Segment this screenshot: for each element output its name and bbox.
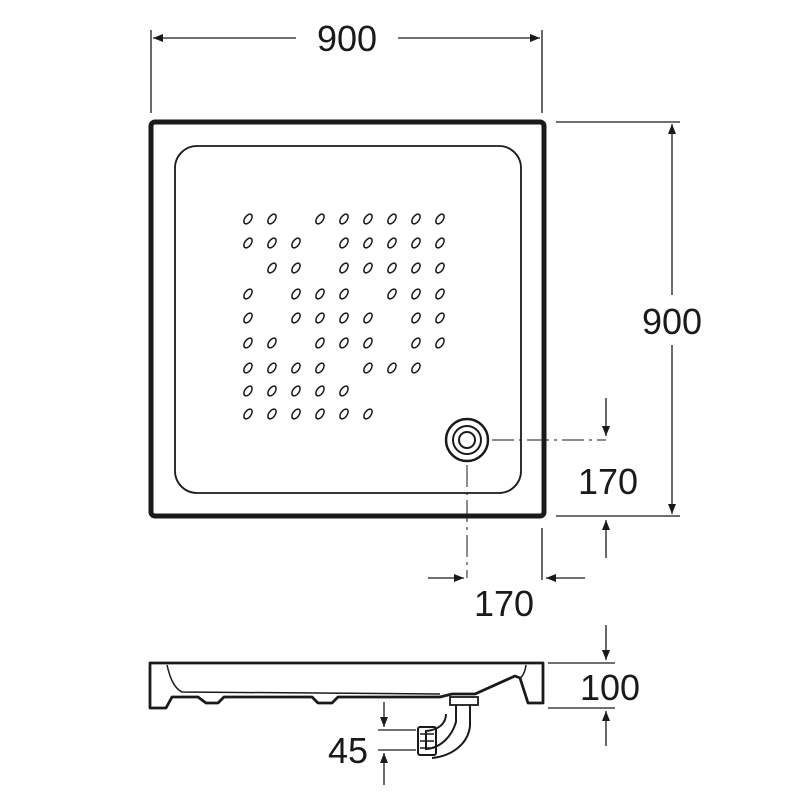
drain-icon (444, 417, 490, 463)
anti-slip-dot (387, 288, 397, 300)
anti-slip-dot (411, 288, 421, 300)
dimension-outlet-height: 45 (328, 702, 416, 785)
anti-slip-dot (339, 237, 349, 249)
anti-slip-dot (339, 337, 349, 349)
anti-slip-dot (267, 237, 277, 249)
anti-slip-dot (243, 408, 253, 420)
anti-slip-dot (315, 385, 325, 397)
anti-slip-dot (291, 362, 301, 374)
anti-slip-dot (315, 312, 325, 324)
anti-slip-dot (315, 337, 325, 349)
anti-slip-dot (435, 237, 445, 249)
anti-slip-dot (339, 408, 349, 420)
anti-slip-dot (267, 262, 277, 274)
anti-slip-dot (435, 337, 445, 349)
tray-side-view (148, 661, 545, 759)
anti-slip-dot (339, 288, 349, 300)
anti-slip-dot (387, 237, 397, 249)
anti-slip-dot (363, 337, 373, 349)
anti-slip-dot (267, 385, 277, 397)
anti-slip-dot (267, 213, 277, 225)
anti-slip-dot (363, 312, 373, 324)
tray-top-view (148, 119, 606, 578)
anti-slip-dot (243, 362, 253, 374)
anti-slip-dot-pattern (243, 213, 445, 420)
anti-slip-dot (291, 385, 301, 397)
anti-slip-dot (411, 262, 421, 274)
dimension-top-width: 900 (150, 18, 543, 113)
anti-slip-dot (387, 262, 397, 274)
anti-slip-dot (363, 262, 373, 274)
anti-slip-dot (411, 337, 421, 349)
anti-slip-dot (243, 288, 253, 300)
dimension-label-tray-height: 100 (580, 667, 640, 708)
anti-slip-dot (315, 288, 325, 300)
anti-slip-dot (387, 213, 397, 225)
anti-slip-dot (315, 362, 325, 374)
anti-slip-dot (291, 262, 301, 274)
dimension-tray-height: 100 (548, 625, 640, 746)
anti-slip-dot (291, 408, 301, 420)
anti-slip-dot (387, 362, 397, 374)
anti-slip-dot (435, 213, 445, 225)
anti-slip-dot (339, 312, 349, 324)
tray-outer-rim (148, 119, 547, 519)
dimension-drain-offset-horizontal: 170 (428, 528, 585, 624)
anti-slip-dot (435, 288, 445, 300)
dimension-label-drain-horizontal: 170 (474, 583, 534, 624)
anti-slip-dot (363, 362, 373, 374)
dimension-drain-offset-vertical: 170 (578, 398, 638, 558)
dimension-label-top-width: 900 (317, 18, 377, 59)
anti-slip-dot (315, 408, 325, 420)
anti-slip-dot (363, 213, 373, 225)
anti-slip-dot (363, 408, 373, 420)
waste-trap-icon (417, 696, 479, 759)
anti-slip-dot (339, 262, 349, 274)
dimension-right-height: 900 (556, 121, 702, 517)
anti-slip-dot (411, 362, 421, 374)
anti-slip-dot (243, 337, 253, 349)
anti-slip-dot (291, 288, 301, 300)
anti-slip-dot (291, 312, 301, 324)
anti-slip-dot (267, 337, 277, 349)
anti-slip-dot (363, 237, 373, 249)
anti-slip-dot (243, 237, 253, 249)
dimension-label-outlet-height: 45 (328, 730, 368, 771)
anti-slip-dot (435, 312, 445, 324)
anti-slip-dot (291, 237, 301, 249)
anti-slip-dot (267, 362, 277, 374)
anti-slip-dot (243, 312, 253, 324)
anti-slip-dot (339, 213, 349, 225)
anti-slip-dot (411, 312, 421, 324)
anti-slip-dot (411, 237, 421, 249)
dimension-label-right-height: 900 (642, 301, 702, 342)
anti-slip-dot (267, 408, 277, 420)
anti-slip-dot (339, 385, 349, 397)
anti-slip-dot (411, 213, 421, 225)
anti-slip-dot (315, 213, 325, 225)
dimension-label-drain-vertical: 170 (578, 461, 638, 502)
tray-inner-basin (174, 145, 522, 494)
anti-slip-dot (243, 385, 253, 397)
anti-slip-dot (435, 262, 445, 274)
anti-slip-dot (243, 213, 253, 225)
